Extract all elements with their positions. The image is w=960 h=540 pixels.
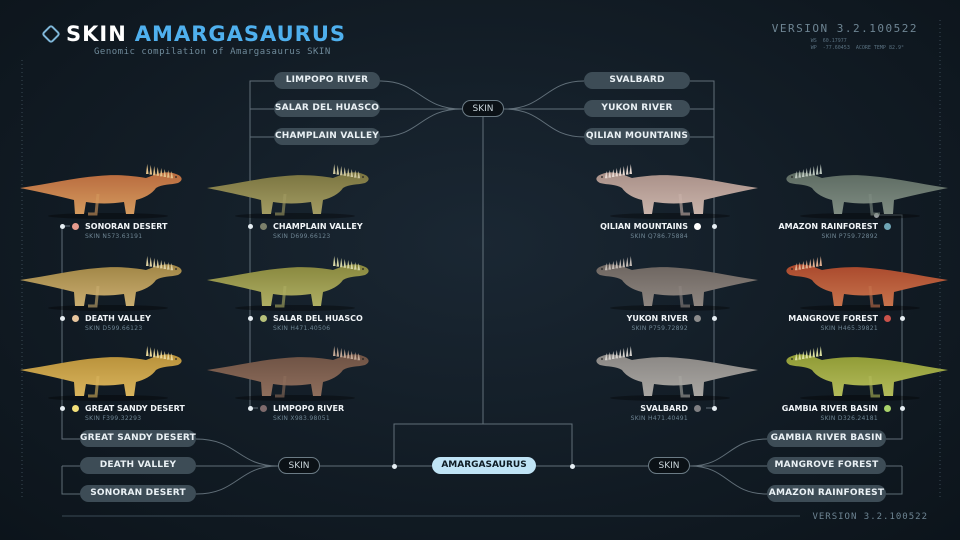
version-bottom: VERSION 3.2.100522 <box>812 512 928 522</box>
skin-code-label: SKIN D699.66123 <box>273 233 331 240</box>
skin-code-label: SKIN X983.98051 <box>273 415 330 422</box>
skin-name-label: CHAMPLAIN VALLEY <box>273 222 363 231</box>
dinosaur-skin-image[interactable] <box>18 152 188 220</box>
skin-hub-bottom-left[interactable]: SKIN <box>278 457 320 474</box>
skin-color-dot <box>260 315 267 322</box>
dinosaur-skin-image[interactable] <box>205 244 375 312</box>
connector-node <box>392 464 397 469</box>
skin-code-label: SKIN F399.32293 <box>85 415 142 422</box>
skin-color-dot <box>694 223 701 230</box>
dna-logo-icon <box>41 24 61 44</box>
pill-top-left-3[interactable]: CHAMPLAIN VALLEY <box>274 128 380 145</box>
title-species: AMARGASAURUS <box>134 22 346 46</box>
skin-name-label: GREAT SANDY DESERT <box>85 404 185 413</box>
pill-bottom-left-1[interactable]: GREAT SANDY DESERT <box>80 430 196 447</box>
skin-name-label: AMAZON RAINFOREST <box>778 222 878 231</box>
dinosaur-skin-image[interactable] <box>590 152 760 220</box>
skin-code-label: SKIN Q786.75884 <box>630 233 688 240</box>
skin-name-label: DEATH VALLEY <box>85 314 151 323</box>
skin-name-label: GAMBIA RIVER BASIN <box>781 404 878 413</box>
dinosaur-skin-image[interactable] <box>205 152 375 220</box>
skin-name-label: SALAR DEL HUASCO <box>273 314 363 323</box>
pill-top-right-1[interactable]: SVALBARD <box>584 72 690 89</box>
connector-node <box>248 406 253 411</box>
skin-code-label: SKIN H465.39821 <box>820 325 878 332</box>
skin-code-label: SKIN P759.72892 <box>631 325 688 332</box>
connector-node <box>248 316 253 321</box>
skin-code-label: SKIN D326.24181 <box>820 415 878 422</box>
skin-color-dot <box>72 405 79 412</box>
pill-bottom-right-1[interactable]: GAMBIA RIVER BASIN <box>767 430 886 447</box>
skin-color-dot <box>260 405 267 412</box>
pill-top-left-1[interactable]: LIMPOPO RIVER <box>274 72 380 89</box>
skin-name-label: SVALBARD <box>640 404 688 413</box>
skin-name-label: LIMPOPO RIVER <box>273 404 345 413</box>
skin-code-label: SKIN P759.72892 <box>821 233 878 240</box>
connector-node <box>712 316 717 321</box>
skin-code-label: SKIN N573.63191 <box>85 233 143 240</box>
pill-top-left-2[interactable]: SALAR DEL HUASCO <box>274 100 380 117</box>
skin-color-dot <box>884 405 891 412</box>
skin-hub-top[interactable]: SKIN <box>462 100 504 117</box>
pill-bottom-left-2[interactable]: DEATH VALLEY <box>80 457 196 474</box>
dinosaur-skin-image[interactable] <box>780 244 950 312</box>
dinosaur-skin-image[interactable] <box>18 334 188 402</box>
connector-node <box>900 406 905 411</box>
connector-node <box>570 464 575 469</box>
dinosaur-skin-image[interactable] <box>780 152 950 220</box>
title-prefix: SKIN <box>66 22 127 46</box>
skin-color-dot <box>884 223 891 230</box>
connector-node <box>900 316 905 321</box>
skin-color-dot <box>260 223 267 230</box>
skin-color-dot <box>72 315 79 322</box>
skin-name-label: QILIAN MOUNTAINS <box>600 222 688 231</box>
connector-node <box>712 224 717 229</box>
skin-name-label: YUKON RIVER <box>626 314 688 323</box>
center-species-pill[interactable]: AMARGASAURUS <box>432 457 536 474</box>
skin-color-dot <box>72 223 79 230</box>
dinosaur-skin-image[interactable] <box>205 334 375 402</box>
version-top: VERSION 3.2.100522 <box>771 22 918 35</box>
pill-bottom-left-3[interactable]: SONORAN DESERT <box>80 485 196 502</box>
connector-node <box>60 316 65 321</box>
pill-top-right-2[interactable]: YUKON RIVER <box>584 100 690 117</box>
skin-code-label: SKIN H471.40506 <box>273 325 331 332</box>
connector-node <box>60 224 65 229</box>
pill-bottom-right-3[interactable]: AMAZON RAINFOREST <box>767 485 886 502</box>
skin-name-label: SONORAN DESERT <box>85 222 168 231</box>
page-subtitle: Genomic compilation of Amargasaurus SKIN <box>94 47 331 57</box>
page-title: SKIN AMARGASAURUS <box>41 22 346 46</box>
connector-node <box>248 224 253 229</box>
skin-code-label: SKIN H471.40491 <box>630 415 688 422</box>
skin-color-dot <box>884 315 891 322</box>
skin-hub-bottom-right[interactable]: SKIN <box>648 457 690 474</box>
dinosaur-skin-image[interactable] <box>590 244 760 312</box>
dinosaur-skin-image[interactable] <box>780 334 950 402</box>
pill-bottom-right-2[interactable]: MANGROVE FOREST <box>767 457 886 474</box>
skin-name-label: MANGROVE FOREST <box>788 314 878 323</box>
skin-color-dot <box>694 405 701 412</box>
connector-node <box>712 406 717 411</box>
skin-code-label: SKIN D599.66123 <box>85 325 143 332</box>
connector-node <box>60 406 65 411</box>
pill-top-right-3[interactable]: QILIAN MOUNTAINS <box>584 128 690 145</box>
dinosaur-skin-image[interactable] <box>18 244 188 312</box>
dinosaur-skin-image[interactable] <box>590 334 760 402</box>
skin-color-dot <box>694 315 701 322</box>
